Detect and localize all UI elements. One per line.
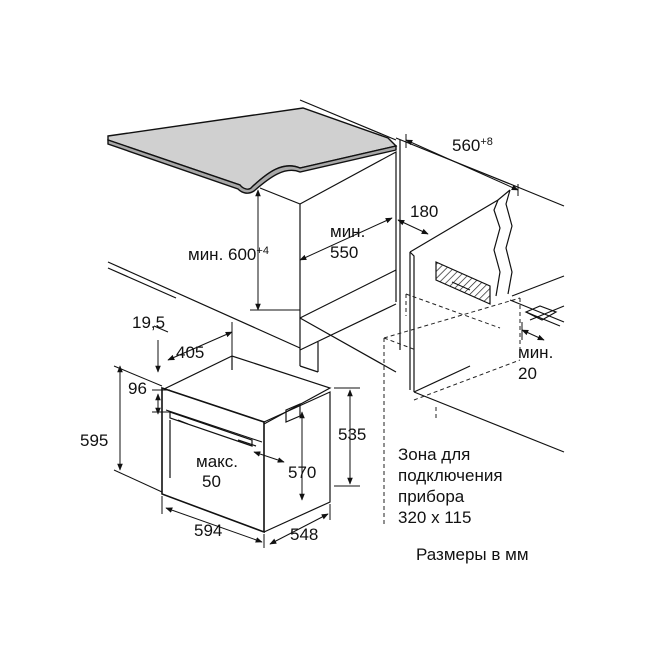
label-min-20-value: 20 [518, 364, 537, 383]
label-min-550-value: 550 [330, 243, 359, 262]
label-405: 405 [176, 343, 205, 362]
label-548: 548 [290, 525, 319, 544]
label-min-20: мин. 20 [518, 342, 553, 384]
dim-550 [299, 218, 393, 260]
label-min-600: мин. 600+4 [188, 242, 269, 264]
dim-560 [405, 140, 519, 190]
dim-50 [253, 451, 285, 463]
label-min-20-prefix: мин. [518, 343, 554, 362]
label-560: 560+8 [452, 133, 493, 155]
dim-405 [167, 332, 233, 360]
label-570: 570 [288, 463, 317, 482]
vent-cutout [436, 262, 490, 304]
label-19-5: 19,5 [132, 313, 166, 332]
label-595: 595 [80, 431, 109, 450]
label-min-550-prefix: мин. [330, 222, 366, 241]
label-560-value: 560 [452, 136, 481, 155]
label-max-50-prefix: макс. [196, 452, 238, 471]
label-180: 180 [410, 202, 439, 221]
label-min-600-value: мин. 600 [188, 245, 257, 264]
left-cabinet [108, 152, 396, 372]
connection-zone-line1: Зона для [398, 445, 471, 464]
units-note: Размеры в мм [416, 545, 529, 564]
dim-594 [165, 507, 263, 543]
dim-20 [521, 330, 545, 340]
connection-zone-line2: подключения [398, 466, 503, 485]
label-min-600-tolerance: +4 [256, 245, 269, 257]
label-560-tolerance: +8 [480, 136, 493, 148]
label-96: 96 [128, 379, 147, 398]
label-max-50: макс. 50 [196, 452, 238, 492]
dim-548 [269, 514, 329, 544]
connection-zone-line3: прибора [398, 487, 465, 506]
connection-zone-outline [384, 294, 520, 526]
dimension-lines [114, 134, 545, 548]
connection-zone-line4: 320 x 115 [398, 508, 472, 527]
label-594: 594 [194, 521, 223, 540]
countertop [108, 108, 396, 193]
label-max-50-value: 50 [202, 472, 221, 491]
oven [162, 354, 330, 532]
connection-zone-label: Зона для подключения прибора 320 x 115 [398, 444, 558, 528]
dim-180 [397, 220, 429, 234]
label-min-550: мин. 550 [330, 221, 365, 263]
label-535: 535 [338, 425, 367, 444]
